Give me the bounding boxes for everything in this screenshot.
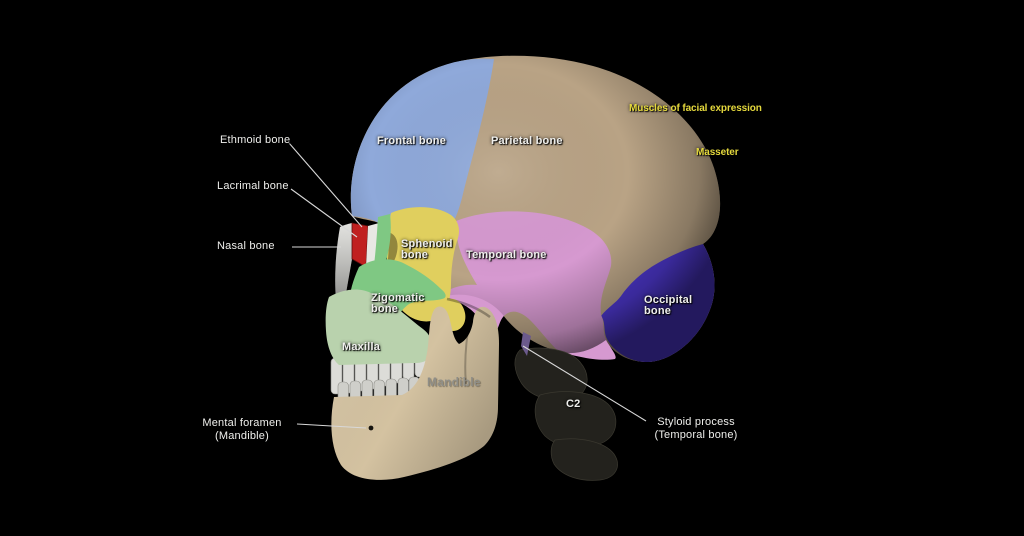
label-nasal-bone: Nasal bone xyxy=(217,240,275,252)
label-occipital-bone: Occipital bone xyxy=(644,295,692,317)
label-mental-foramen: Mental foramen (Mandible) xyxy=(186,417,298,443)
mental-foramen-line2: (Mandible) xyxy=(215,430,269,442)
leader-mental xyxy=(296,423,367,429)
label-masseter: Masseter xyxy=(696,147,739,158)
lacrimal-bone-highlight xyxy=(351,222,369,268)
zygomatic-arch-shadow xyxy=(446,297,491,319)
label-muscles-of-facial-expression: Muscles of facial expression xyxy=(629,103,762,114)
occipital-line1: Occipital xyxy=(644,294,693,306)
label-lacrimal-bone: Lacrimal bone xyxy=(217,180,289,192)
label-ethmoid-bone: Ethmoid bone xyxy=(220,134,291,146)
label-parietal-bone: Parietal bone xyxy=(491,135,563,147)
cervical-vertebrae xyxy=(514,347,618,481)
zigomatic-line2: bone xyxy=(371,303,399,315)
sphenoid-line1: Sphenoid xyxy=(401,238,453,250)
label-maxilla: Maxilla xyxy=(342,341,381,353)
leader-lacrimal xyxy=(290,188,358,238)
styloid-process-line1: Styloid process xyxy=(657,416,735,428)
occipital-line2: bone xyxy=(644,305,672,317)
zygomatic-frontal-process xyxy=(374,214,391,265)
leader-styloid xyxy=(522,345,647,422)
sphenoid-line2: bone xyxy=(401,249,429,261)
label-temporal-bone: Temporal bone xyxy=(466,249,547,261)
styloid-process xyxy=(521,332,531,356)
label-zigomatic-bone: Zigomatic bone xyxy=(371,293,425,315)
label-c2-vertebra: C2 xyxy=(566,398,581,410)
mental-foramen-line1: Mental foramen xyxy=(202,417,282,429)
label-frontal-bone: Frontal bone xyxy=(377,135,447,147)
zigomatic-line1: Zigomatic xyxy=(371,292,425,304)
mental-foramen-dot xyxy=(368,425,374,431)
leader-lines xyxy=(288,142,647,431)
mandible-ramus-crease xyxy=(464,317,471,385)
maxilla-region xyxy=(325,289,433,365)
label-mandible: Mandible xyxy=(427,375,481,389)
nasal-bone-shading xyxy=(335,223,352,301)
label-sphenoid-bone: Sphenoid bone xyxy=(401,239,453,261)
styloid-process-line2: (Temporal bone) xyxy=(654,429,738,441)
leader-ethmoid xyxy=(288,142,363,228)
mandible-shading xyxy=(331,306,499,480)
label-styloid-process: Styloid process (Temporal bone) xyxy=(638,416,754,442)
